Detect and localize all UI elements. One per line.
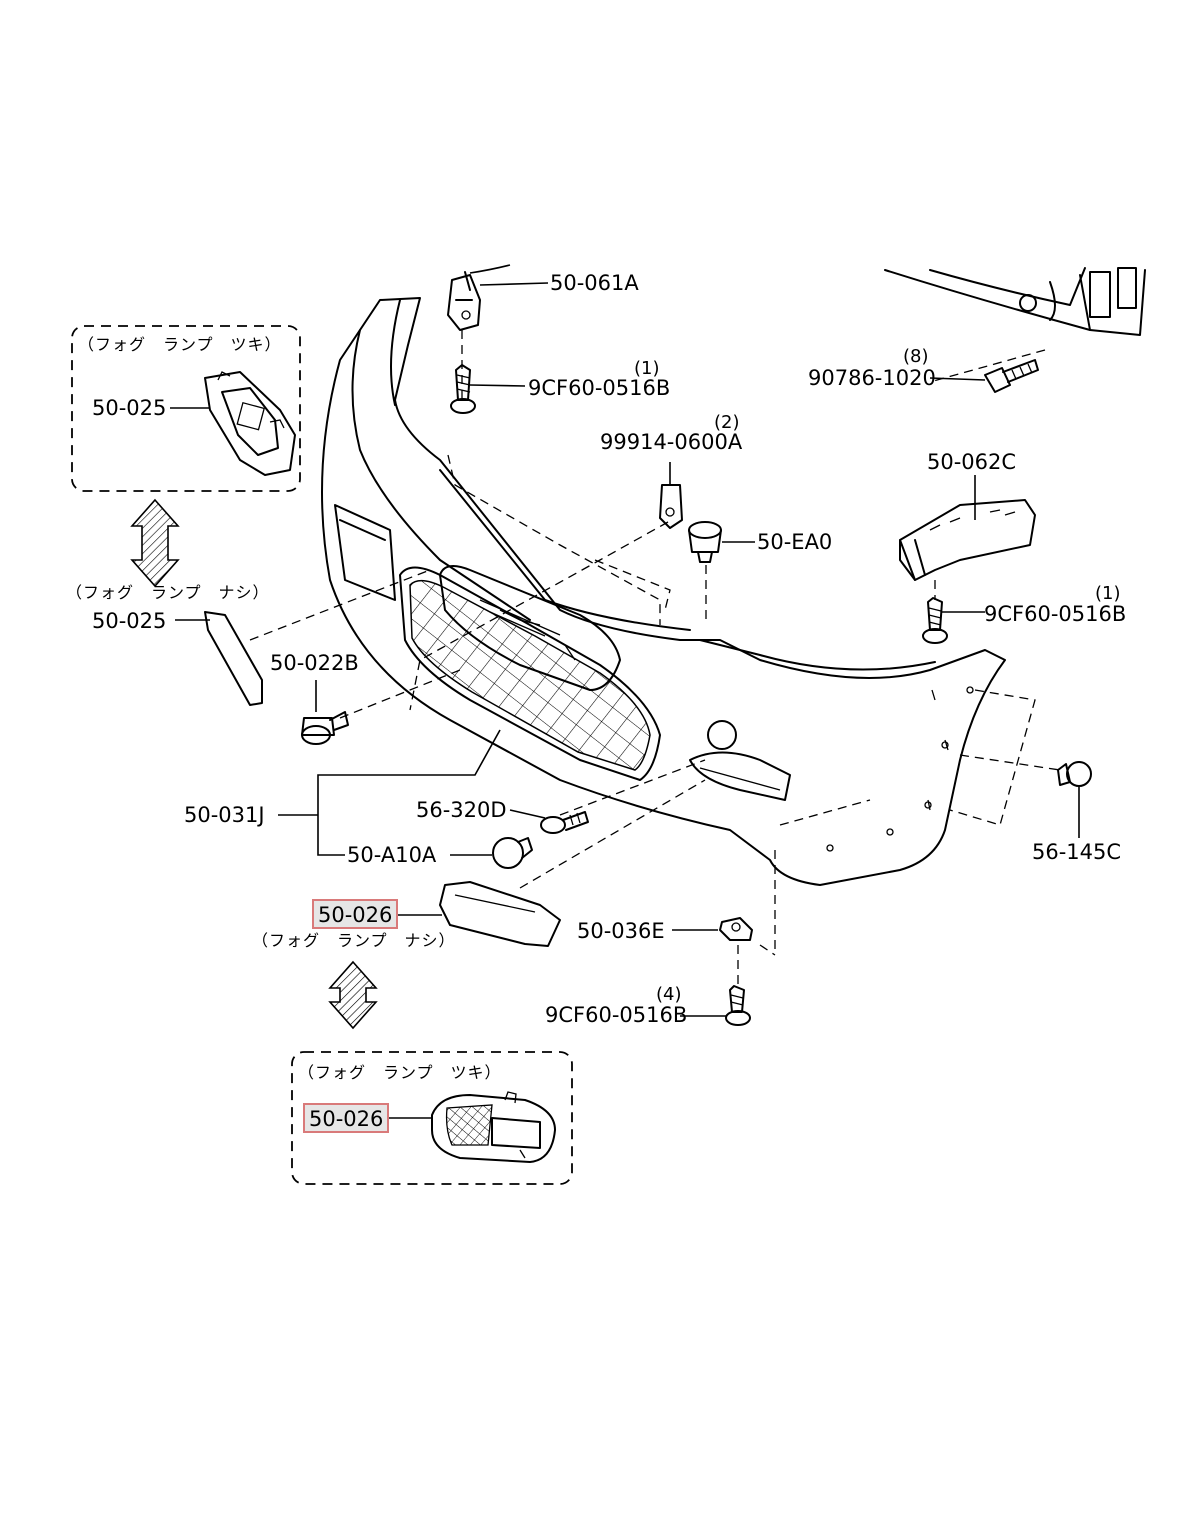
- label-56-145C: 56-145C: [1032, 840, 1121, 864]
- label-90786-1020: 90786-1020: [808, 366, 936, 390]
- screw-9CF60-bottom: [680, 985, 751, 1026]
- tow-eye-56-320D: [509, 809, 589, 834]
- fog-lamp-option-box-bottom: [291, 1051, 573, 1185]
- note-fog-lamp-without-mid: （フォグ ランプ ナシ）: [252, 931, 456, 950]
- qty-9CF60-top: (1): [634, 358, 660, 379]
- note-fog-lamp-with-top: （フォグ ランプ ツキ）: [78, 335, 282, 354]
- label-50-026-bottom: 50-026: [309, 1107, 383, 1131]
- highlight-50-026-mid: [312, 899, 398, 929]
- qty-9CF60-right: (1): [1095, 583, 1121, 604]
- qty-90786: (8): [903, 346, 929, 367]
- label-9CF60-right: 9CF60-0516B: [984, 602, 1126, 626]
- qty-99914: (2): [714, 412, 740, 433]
- fog-lamp-option-box-top: [71, 325, 301, 492]
- label-99914-0600A: 99914-0600A: [600, 430, 743, 454]
- assembly-guide-lines: [249, 330, 1061, 985]
- label-50-061A: 50-061A: [550, 271, 639, 295]
- bolt-90786-1020: [929, 359, 1039, 393]
- qty-9CF60-bottom: (4): [656, 984, 682, 1005]
- nut-56-145C: [1057, 761, 1092, 838]
- clip-99914-0600A: [659, 462, 683, 529]
- screw-9CF60-top: [450, 364, 526, 414]
- screw-9CF60-right: [922, 597, 985, 644]
- label-50-022B: 50-022B: [270, 651, 359, 675]
- label-50-062C: 50-062C: [927, 450, 1016, 474]
- clip-50-022B: [301, 680, 349, 745]
- label-56-320D: 56-320D: [416, 798, 507, 822]
- note-fog-lamp-without-top: （フォグ ランプ ナシ）: [66, 583, 270, 602]
- label-50-A10A: 50-A10A: [347, 843, 437, 867]
- double-arrow-bottom: [328, 960, 378, 1030]
- highlight-50-026-bottom: [303, 1103, 389, 1133]
- part-labels: 50-061A (1) 9CF60-0516B (2) 99914-0600A …: [66, 271, 1126, 1133]
- radiator-support: [884, 267, 1146, 336]
- note-fog-lamp-with-bottom: （フォグ ランプ ツキ）: [298, 1063, 502, 1082]
- label-50-036E: 50-036E: [577, 919, 665, 943]
- leader-50-031J: [278, 729, 501, 856]
- label-9CF60-bottom: 9CF60-0516B: [545, 1003, 687, 1027]
- front-bumper-cover: [321, 297, 1006, 886]
- clip-nut-50-036E: [672, 917, 753, 941]
- label-50-EA0: 50-EA0: [757, 530, 832, 554]
- stopper-50-EA0: [688, 521, 755, 563]
- label-50-026-mid: 50-026: [318, 903, 392, 927]
- label-50-031J: 50-031J: [184, 803, 265, 827]
- double-arrow-top: [130, 498, 180, 588]
- label-50-025-top: 50-025: [92, 396, 166, 420]
- cap-50-A10A: [450, 837, 533, 869]
- label-9CF60-top: 9CF60-0516B: [528, 376, 670, 400]
- bracket-50-062C: [899, 475, 1036, 581]
- fog-lamp-cover-50-026: [398, 881, 561, 947]
- label-50-025-mid: 50-025: [92, 609, 166, 633]
- bracket-50-061A: [447, 264, 549, 331]
- cover-plate-50-025: [175, 611, 263, 706]
